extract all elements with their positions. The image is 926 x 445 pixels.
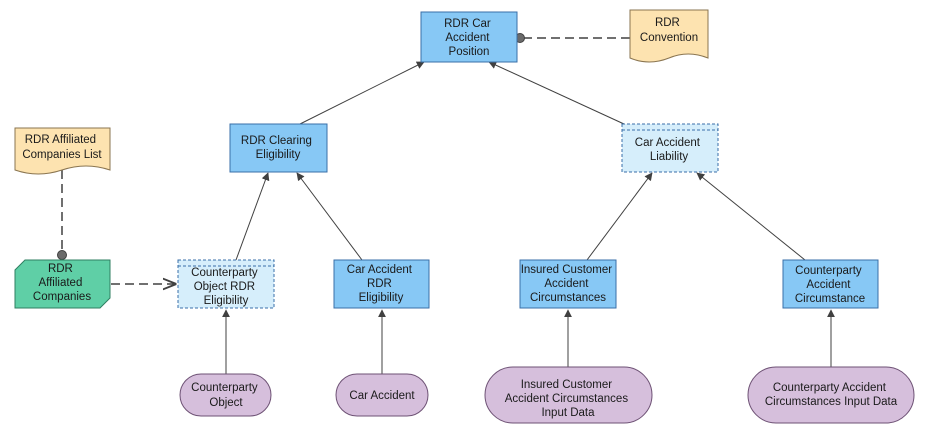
node-label: Insured Customer Accident Circumstances (521, 264, 616, 304)
edges (57, 33, 835, 374)
bkm-rdr-affiliated-companies[interactable]: RDR Affiliated Companies (14, 259, 111, 309)
decision-rdr-clearing-eligibility[interactable]: RDR Clearing Eligibility (229, 123, 328, 173)
node-label: Counterparty Object RDR Eligibility (191, 267, 261, 307)
decision-counterparty-object-rdr-eligibility[interactable]: Counterparty Object RDR Eligibility (177, 259, 275, 309)
decision-rdr-car-accident-position[interactable]: RDR Car Accident Position (420, 11, 518, 63)
node-label: Counterparty Accident Circumstance (795, 265, 865, 305)
input-data-insured-customer-accident-circumstances[interactable]: Insured Customer Accident Circumstances … (484, 366, 653, 424)
decision-car-accident-liability[interactable]: Car Accident Liability (621, 123, 719, 173)
node-label: RDR Affiliated Companies (33, 263, 91, 303)
node-label: Insured Customer Accident Circumstances … (505, 379, 632, 419)
edge-car-rdr-to-clearing (296, 172, 363, 261)
input-data-counterparty-accident-circumstances[interactable]: Counterparty Accident Circumstances Inpu… (747, 366, 915, 424)
edge-insured-circ-to-liability (586, 172, 653, 261)
knowledge-source-rdr-affiliated-companies-list[interactable]: RDR Affiliated Companies List (14, 127, 111, 175)
node-label: RDR Car Accident Position (444, 18, 494, 58)
input-data-counterparty-object[interactable]: Counterparty Object (179, 373, 272, 417)
edge-counterparty-circ-to-liability (696, 172, 806, 261)
node-label: Car Accident Liability (635, 137, 703, 163)
input-data-car-accident[interactable]: Car Accident (335, 373, 429, 417)
node-label: RDR Affiliated Companies List (22, 134, 102, 161)
edge-counterparty-rdr-to-clearing (235, 172, 270, 261)
edge-liability-to-position (488, 61, 625, 125)
edge-clearing-to-position (299, 61, 425, 125)
decision-counterparty-accident-circumstance[interactable]: Counterparty Accident Circumstance (782, 259, 879, 309)
decision-insured-customer-accident-circumstances[interactable]: Insured Customer Accident Circumstances (519, 259, 617, 309)
node-label: Counterparty Object (191, 382, 261, 409)
node-label: Counterparty Accident Circumstances Inpu… (765, 382, 898, 408)
node-label: RDR Convention (640, 17, 698, 44)
node-label: RDR Clearing Eligibility (241, 135, 315, 161)
decision-car-accident-rdr-eligibility[interactable]: Car Accident RDR Eligibility (333, 259, 430, 309)
node-label: Car Accident (349, 390, 415, 402)
knowledge-source-rdr-convention[interactable]: RDR Convention (629, 9, 709, 63)
authority-dot-companies-list (57, 250, 67, 260)
node-label: Car Accident RDR Eligibility (347, 264, 415, 304)
